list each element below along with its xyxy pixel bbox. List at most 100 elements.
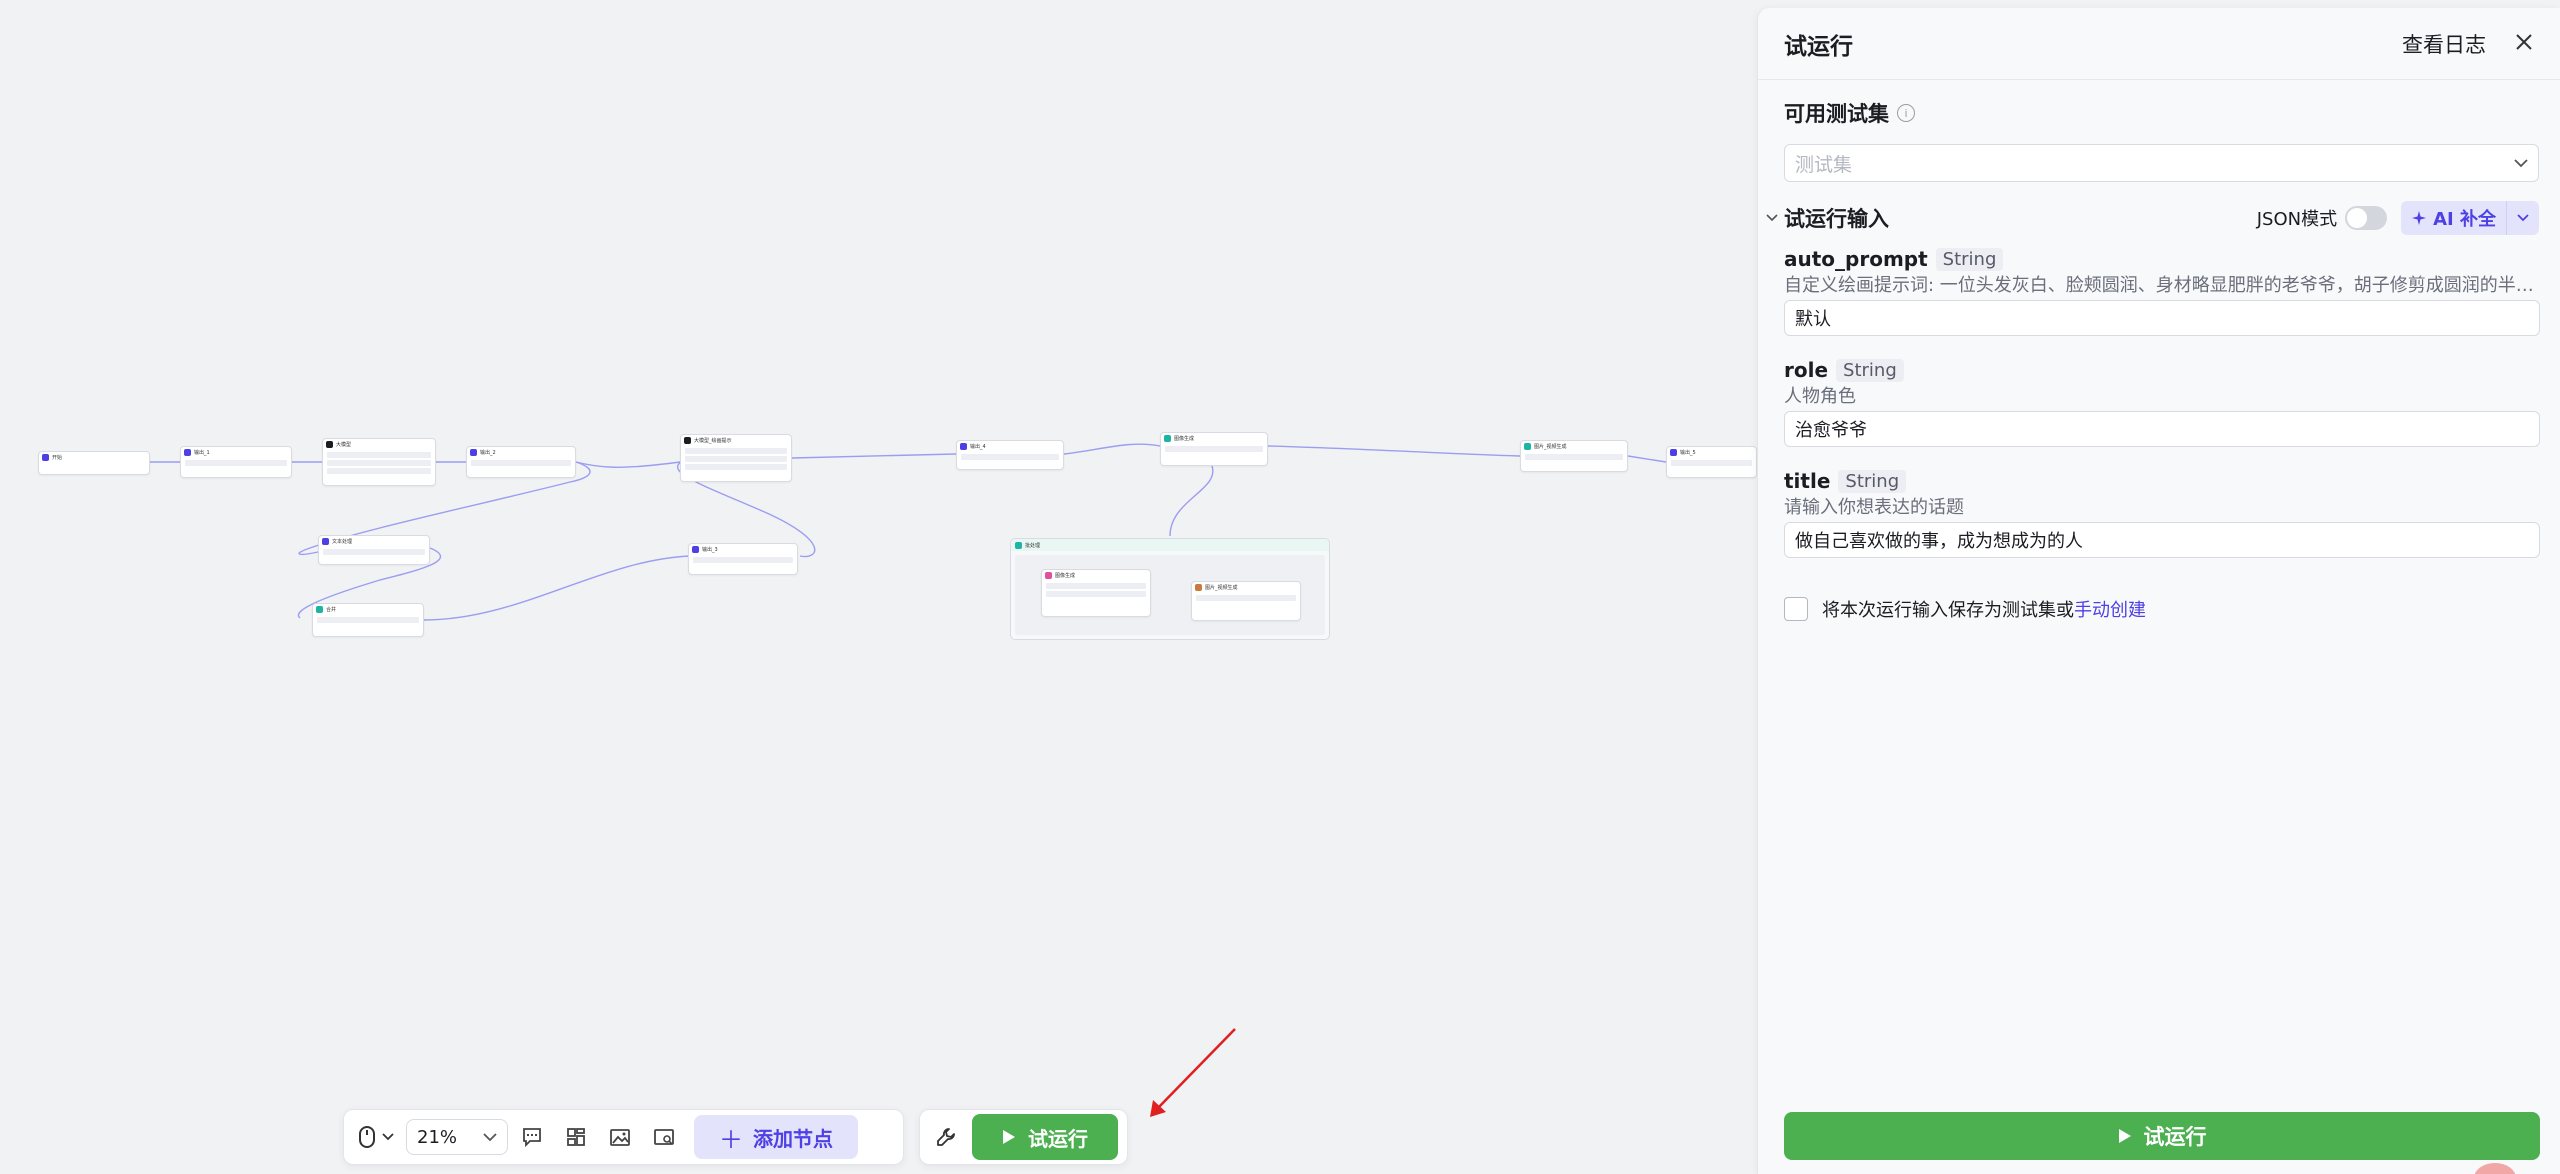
node-title: 大模型_绘画提示 (694, 438, 732, 444)
test-run-button[interactable]: 试运行 (972, 1114, 1118, 1160)
node-title: 大模型 (336, 442, 352, 448)
node-title: 图像生成 (1174, 436, 1195, 442)
node-type-icon (316, 606, 323, 613)
node-title: 输出_1 (194, 450, 210, 456)
role-input[interactable] (1784, 411, 2540, 447)
sparkle-icon (2412, 211, 2427, 225)
export-image-button[interactable] (600, 1117, 640, 1157)
field-description: 自定义绘画提示词: 一位头发灰白、脸颊圆润、身材略显肥胖的老爷爷，胡子修剪成圆润… (1784, 275, 2540, 296)
edge (575, 461, 681, 468)
workflow-node[interactable]: 输出_1 (180, 446, 292, 478)
workflow-canvas[interactable]: 开始 输出_1 大模型 输出_2 文本处理 合并 大模型_绘画提示 输出_3 输… (0, 0, 1757, 1174)
save-test-set-text: 将本次运行输入保存为测试集或 (1822, 600, 2074, 621)
play-icon (2118, 1129, 2131, 1143)
node-title: 输出_4 (970, 444, 986, 450)
panel-header: 试运行 查看日志 (1758, 8, 2560, 80)
minimap-icon (654, 1129, 674, 1145)
workflow-node[interactable]: 开始 (38, 451, 150, 475)
field-type-badge: String (1935, 247, 2004, 271)
title-input[interactable] (1784, 522, 2540, 558)
node-title: 文本处理 (332, 539, 353, 545)
node-title: 输出_2 (480, 450, 496, 456)
auto-layout-button[interactable] (556, 1117, 596, 1157)
run-toolbar: 试运行 (919, 1109, 1128, 1165)
test-set-placeholder: 测试集 (1795, 153, 1853, 176)
manual-create-link[interactable]: 手动创建 (2074, 600, 2146, 621)
group-icon (1015, 541, 1022, 549)
workflow-node[interactable]: 图像生成 (1041, 569, 1151, 617)
node-type-icon (1670, 449, 1677, 456)
field-name: role (1784, 358, 1829, 382)
workflow-node[interactable]: 图片_视频生成 (1191, 581, 1301, 621)
collapse-caret-icon[interactable] (1766, 210, 1784, 226)
node-type-icon (692, 546, 699, 553)
save-as-test-set-row: 将本次运行输入保存为测试集或手动创建 (1784, 596, 2146, 622)
field-type-badge: String (1836, 358, 1904, 382)
save-test-set-checkbox[interactable] (1784, 597, 1808, 621)
test-set-select[interactable]: 测试集 (1784, 144, 2539, 182)
info-icon[interactable]: i (1897, 104, 1915, 122)
node-title: 图片_视频生成 (1205, 585, 1238, 591)
edge (1063, 443, 1161, 455)
close-icon[interactable] (2514, 31, 2534, 57)
workflow-node[interactable]: 图像生成 (1160, 432, 1268, 466)
workflow-node[interactable]: 文本处理 (318, 535, 430, 565)
mouse-icon (359, 1126, 375, 1148)
workflow-node[interactable]: 图片_视频生成 (1520, 440, 1628, 472)
edge (423, 555, 691, 621)
workflow-node[interactable]: 输出_4 (956, 440, 1064, 470)
workflow-node[interactable]: 输出_3 (688, 543, 798, 575)
view-log-button[interactable]: 查看日志 (2402, 32, 2486, 57)
workflow-node[interactable]: 大模型 (322, 438, 436, 486)
comment-button[interactable] (512, 1117, 552, 1157)
field-name: auto_prompt (1784, 247, 1928, 271)
play-icon (1003, 1130, 1015, 1144)
edge (1169, 465, 1214, 537)
ai-fill-dropdown[interactable] (2507, 201, 2539, 235)
pointer-mode-button[interactable] (350, 1117, 402, 1157)
chevron-down-icon (2514, 158, 2528, 167)
group-title: 批处理 (1025, 542, 1041, 549)
zoom-select[interactable]: 21% (406, 1119, 508, 1155)
panel-title: 试运行 (1784, 33, 1853, 60)
workflow-node[interactable]: 输出_5 (1666, 446, 1757, 478)
field-description: 请输入你想表达的话题 (1784, 497, 1964, 518)
test-run-panel: 试运行 查看日志 可用测试集 i 测试集 试运行输入 JSON模式 AI 补全 (1757, 8, 2560, 1174)
layout-grid-icon (567, 1128, 585, 1146)
wrench-icon (937, 1128, 955, 1146)
avatar[interactable] (2474, 1163, 2516, 1174)
node-type-icon (1045, 572, 1052, 579)
add-node-label: 添加节点 (753, 1126, 833, 1151)
edge (1267, 445, 1521, 457)
plus-icon: ＋ (719, 1125, 743, 1154)
node-type-icon (326, 441, 333, 448)
workflow-node[interactable]: 输出_2 (466, 446, 576, 478)
panel-run-button[interactable]: 试运行 (1784, 1112, 2540, 1160)
workflow-node[interactable]: 大模型_绘画提示 (680, 434, 792, 482)
workflow-node[interactable]: 合并 (312, 603, 424, 637)
canvas-toolbar: 21% ＋ 添加节点 (343, 1109, 904, 1165)
input-field-auto-prompt: auto_prompt String 自定义绘画提示词: 一位头发灰白、脸颊圆润… (1784, 246, 2540, 336)
edge (1627, 455, 1667, 463)
input-field-role: role String 人物角色 (1784, 357, 2540, 447)
field-type-badge: String (1838, 469, 1907, 493)
json-mode-toggle[interactable] (2345, 206, 2388, 230)
run-inputs-header: 试运行输入 JSON模式 AI 补全 (1766, 200, 2539, 236)
node-type-icon (1524, 443, 1531, 450)
add-node-button[interactable]: ＋ 添加节点 (694, 1115, 858, 1159)
batch-group-node[interactable]: 批处理 图像生成 图片_视频生成 (1010, 538, 1330, 640)
node-type-icon (184, 449, 191, 456)
edge (298, 461, 591, 556)
node-type-icon (1164, 435, 1171, 442)
node-title: 图像生成 (1055, 573, 1076, 579)
field-description: 人物角色 (1784, 386, 1856, 407)
node-type-icon (470, 449, 477, 456)
debug-tools-button[interactable] (926, 1117, 966, 1157)
input-field-title: title String 请输入你想表达的话题 (1784, 468, 2540, 558)
minimap-button[interactable] (644, 1117, 684, 1157)
node-title: 合并 (326, 607, 337, 613)
ai-fill-button[interactable]: AI 补全 (2401, 201, 2539, 235)
auto-prompt-input[interactable] (1784, 300, 2540, 336)
field-name: title (1784, 469, 1831, 493)
test-run-label: 试运行 (1028, 1126, 1088, 1151)
